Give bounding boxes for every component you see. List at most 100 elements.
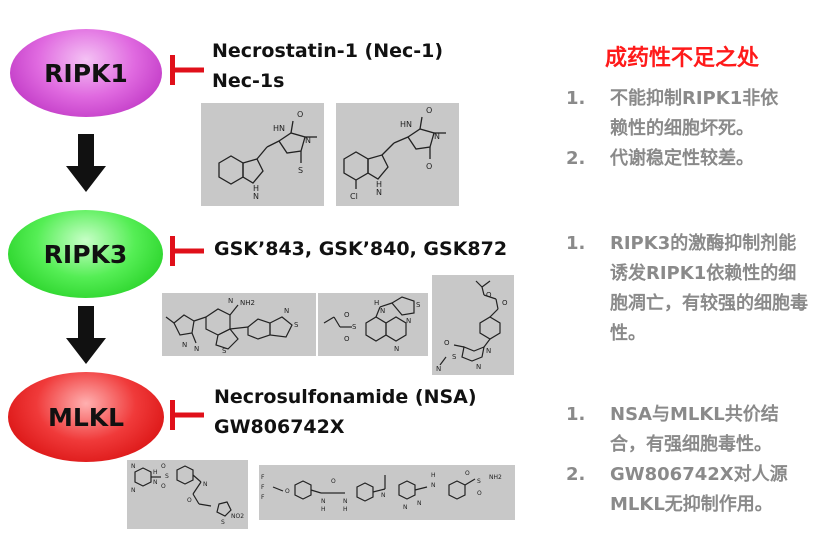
atom-label: H — [253, 184, 259, 193]
ripk1-notes: 1. 不能抑制RIPK1非依赖性的细胞坏死。 2.代谢稳定性较差。 — [566, 84, 796, 174]
ripk3-node: RIPK3 — [8, 210, 163, 298]
atom-label: S — [165, 473, 169, 480]
drug-name-gsk: GSK’843, GSK’840, GSK872 — [214, 238, 508, 260]
atom-label: NO2 — [231, 513, 244, 520]
ripk1-node: RIPK1 — [10, 29, 162, 117]
drug-name-gw806742x: GW806742X — [214, 416, 345, 438]
atom-label: N — [434, 132, 440, 141]
inhibition-bar-icon — [170, 236, 204, 266]
item-text: RIPK3的激酶抑制剂能诱发RIPK1依赖性的细胞凋亡，有较强的细胞毒性。 — [610, 233, 808, 344]
atom-label: NH2 — [240, 299, 255, 307]
list-item: 1. NSA与MLKL共价结合，有强细胞毒性。 — [566, 400, 812, 460]
down-arrow-icon — [66, 134, 106, 192]
drug-name-nec1: Necrostatin-1 (Nec-1) — [212, 40, 444, 62]
atom-label: O — [331, 478, 336, 485]
item-text: 代谢稳定性较差。 — [610, 148, 754, 169]
inhibition-bar-icon — [170, 55, 204, 85]
atom-label: N — [436, 365, 441, 373]
atom-label: N — [131, 463, 136, 470]
atom-label: N — [431, 482, 436, 489]
atom-label: N — [376, 188, 382, 197]
item-number: 1. — [566, 88, 586, 109]
mlkl-inhibitors: Necrosulfonamide (NSA) GW806742X — [214, 382, 477, 442]
atom-label: H — [321, 506, 326, 513]
atom-label: HN — [400, 120, 412, 129]
item-number: 1. — [566, 404, 586, 425]
list-item: 1. 不能抑制RIPK1非依赖性的细胞坏死。 — [566, 84, 796, 144]
mlkl-label: MLKL — [47, 402, 125, 432]
item-text: 不能抑制RIPK1非依赖性的细胞坏死。 — [610, 88, 779, 139]
atom-label: S — [416, 301, 421, 309]
gsk840-structure-image: O S O H N S N N — [318, 293, 428, 356]
atom-label: O — [344, 335, 350, 343]
atom-label: O — [426, 162, 432, 171]
atom-label: N — [203, 481, 208, 488]
atom-label: N — [381, 492, 386, 499]
atom-label: S — [298, 166, 303, 175]
atom-label: Cl — [350, 192, 358, 201]
ripk1-inhibitors: Necrostatin-1 (Nec-1) Nec-1s — [212, 36, 443, 96]
atom-label: O — [426, 106, 432, 115]
item-text: GW806742X对人源MLKL无抑制作用。 — [610, 464, 788, 515]
atom-label: N — [284, 307, 289, 315]
atom-label: N — [380, 307, 385, 315]
atom-label: N — [343, 498, 348, 505]
down-arrow-icon — [66, 306, 106, 364]
nsa-structure-image: N N O S O H N O N S NO2 — [127, 460, 248, 529]
list-item: 2. GW806742X对人源MLKL无抑制作用。 — [566, 460, 812, 520]
atom-label: H — [376, 180, 382, 189]
ripk3-label: RIPK3 — [43, 239, 128, 269]
gsk872-structure-image: O O N N O N S — [432, 275, 514, 375]
atom-label: HN — [273, 124, 285, 133]
atom-label: S — [452, 353, 457, 361]
atom-label: F — [261, 474, 265, 481]
atom-label: N — [153, 479, 158, 486]
atom-label: O — [502, 299, 508, 307]
atom-label: N — [253, 192, 259, 201]
atom-label: O — [161, 483, 166, 490]
atom-label: N — [476, 363, 481, 371]
atom-label: F — [261, 484, 265, 491]
item-number: 2. — [566, 464, 586, 485]
atom-label: S — [352, 323, 357, 331]
list-item: 2.代谢稳定性较差。 — [566, 144, 796, 174]
atom-label: O — [285, 488, 290, 495]
list-item: 1. RIPK3的激酶抑制剂能诱发RIPK1依赖性的细胞凋亡，有较强的细胞毒性。 — [566, 229, 812, 349]
gw806742x-structure-image: F F F O N N O H H N N N H N O S O NH2 — [259, 465, 515, 520]
atom-label: O — [486, 291, 492, 299]
atom-label: O — [344, 311, 350, 319]
atom-label: NH2 — [489, 474, 502, 481]
atom-label: H — [343, 506, 348, 513]
ripk3-notes: 1. RIPK3的激酶抑制剂能诱发RIPK1依赖性的细胞凋亡，有较强的细胞毒性。 — [566, 229, 812, 349]
atom-label: N — [131, 487, 136, 494]
atom-label: O — [444, 339, 450, 347]
atom-label: N — [182, 341, 187, 349]
atom-label: O — [465, 470, 470, 477]
atom-label: N — [228, 297, 233, 305]
atom-label: H — [153, 469, 158, 476]
gsk843-structure-image: N NH2 S N N S N — [162, 293, 316, 356]
atom-label: S — [294, 321, 299, 329]
atom-label: S — [221, 519, 225, 526]
atom-label: H — [431, 472, 436, 479]
atom-label: N — [406, 317, 411, 325]
item-number: 1. — [566, 233, 586, 254]
atom-label: S — [477, 478, 481, 485]
inhibition-bar-icon — [170, 400, 204, 430]
atom-label: H — [374, 299, 379, 307]
atom-label: N — [417, 500, 422, 507]
item-text: NSA与MLKL共价结合，有强细胞毒性。 — [610, 404, 779, 455]
drug-name-nsa: Necrosulfonamide (NSA) — [214, 386, 477, 408]
ripk1-label: RIPK1 — [44, 58, 128, 88]
atom-label: N — [194, 345, 199, 353]
atom-label: O — [161, 463, 166, 470]
atom-label: S — [222, 347, 227, 355]
atom-label: N — [403, 504, 408, 511]
nec1-structure-image: HN O N S H N — [201, 103, 324, 206]
mlkl-notes: 1. NSA与MLKL共价结合，有强细胞毒性。 2. GW806742X对人源MLK… — [566, 400, 812, 520]
mlkl-node: MLKL — [8, 372, 164, 462]
atom-label: O — [297, 110, 303, 119]
atom-label: N — [321, 498, 326, 505]
ripk3-inhibitors: GSK’843, GSK’840, GSK872 — [214, 234, 507, 264]
notes-title: 成药性不足之处 — [605, 46, 760, 71]
